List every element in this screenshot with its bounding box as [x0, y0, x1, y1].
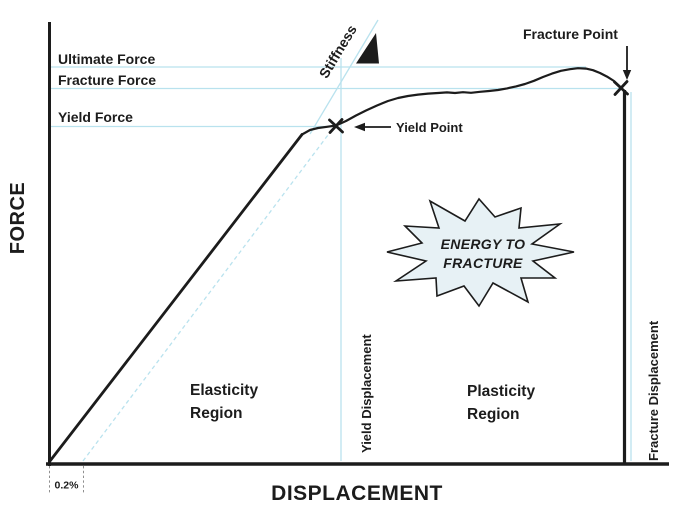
guide-lines: [50, 19, 632, 462]
energy-starburst: ENERGY TO FRACTURE: [386, 197, 575, 308]
energy-to-fracture-label-line1: ENERGY TO: [441, 236, 526, 252]
starburst-shape-icon: [386, 197, 575, 308]
stiffness-label: Stiffness: [316, 22, 360, 81]
stiffness-slope-extension-line: [309, 19, 379, 135]
yield-force-label: Yield Force: [58, 109, 133, 125]
force-displacement-curve: [48, 67, 623, 463]
elasticity-region-label-line2: Region: [190, 405, 243, 422]
yield-point-label: Yield Point: [396, 120, 463, 135]
offset-0-2-percent-line: [82, 126, 335, 462]
x-axis-title: DISPLACEMENT: [271, 482, 443, 505]
fracture-point-x-marker: [613, 80, 629, 96]
plasticity-region-label-line2: Region: [467, 406, 520, 423]
fracture-force-label: Fracture Force: [58, 72, 156, 88]
fracture-point-arrowhead-icon: [622, 70, 632, 80]
plastic-curve-segment: [300, 67, 623, 136]
yield-point-arrowhead-icon: [354, 122, 365, 132]
fracture-point-label: Fracture Point: [523, 26, 618, 42]
data-point-markers: [328, 80, 629, 134]
stiffness-triangle-icon: [356, 33, 379, 64]
y-axis-title: FORCE: [7, 182, 29, 255]
fracture-displacement-label: Fracture Displacement: [646, 320, 661, 461]
offset-strain-label: 0.2%: [55, 480, 80, 492]
energy-to-fracture-label-line2: FRACTURE: [443, 255, 523, 271]
yield-point-x-marker: [328, 118, 344, 134]
elasticity-region-label-line1: Elasticity: [190, 382, 258, 399]
axes: [46, 22, 669, 466]
elastic-line-segment: [48, 133, 304, 463]
plasticity-region-label-line1: Plasticity: [467, 383, 535, 400]
annotation-arrows: [354, 46, 632, 132]
ultimate-force-label: Ultimate Force: [58, 51, 155, 67]
yield-displacement-label: Yield Displacement: [359, 334, 374, 453]
